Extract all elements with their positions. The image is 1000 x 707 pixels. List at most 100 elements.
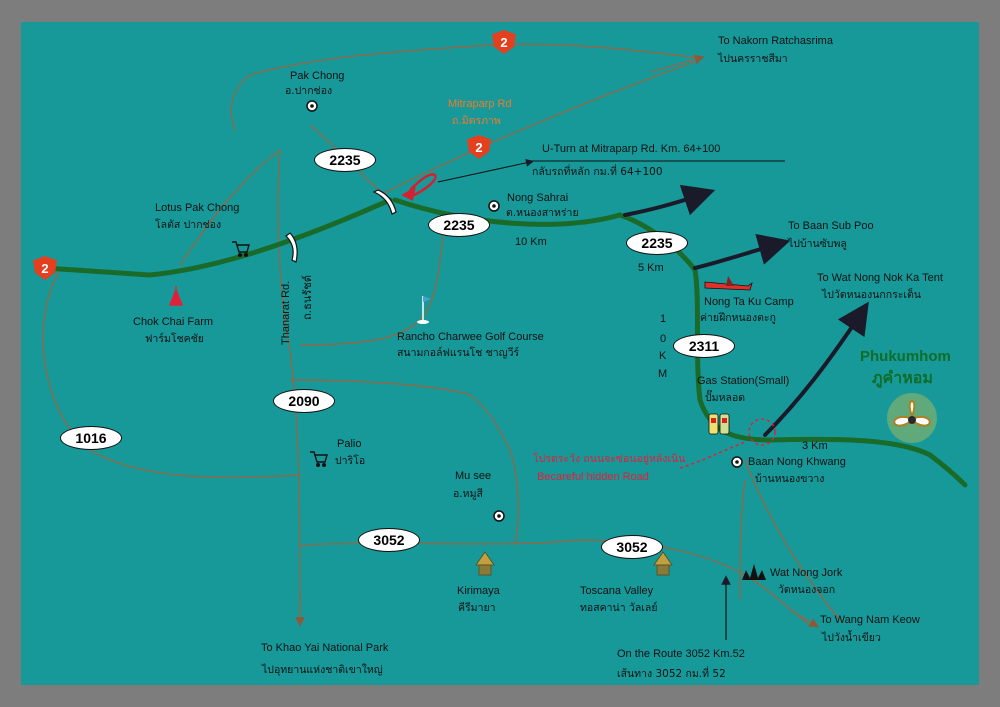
distance-5km: 5 Km [638, 262, 664, 274]
distance-10km: 10 Km [515, 236, 547, 248]
route-2-shield-icon: 2 [492, 30, 516, 54]
nakorn-label-en: To Nakorn Ratchasrima [718, 35, 833, 47]
nongnokka-label-th: ไปวัดหนองนกกระเต็น [822, 289, 921, 301]
road-nakorn-arrow [649, 54, 705, 73]
nongtaku-label-th: ค่ายฝึกหนองตะกู [700, 312, 776, 324]
road-underpass-icon [372, 189, 397, 215]
nongkhwang-label-en: Baan Nong Khwang [748, 456, 846, 468]
tent-icon [168, 286, 184, 306]
nongjork-label-th: วัดหนองจอก [778, 584, 836, 596]
shopping-cart-icon [232, 241, 250, 257]
road-pakchong-north [249, 43, 701, 76]
route-2-shield-icon: 2 [467, 135, 491, 159]
road-thanarat-branch [179, 149, 281, 266]
brand-name-en: Phukumhom [860, 348, 951, 365]
chokchai-label-en: Chok Chai Farm [133, 316, 214, 328]
musee-label-th: อ.หมูสี [453, 488, 483, 500]
road-nongkhwang-south [739, 479, 746, 601]
route-2311-label: 2311 [673, 334, 735, 358]
thanarat-label-th: ถ.ธนรัชต์ [301, 275, 314, 320]
road-underpass-icons [285, 189, 397, 263]
road-underpass-icon [285, 232, 298, 263]
route-2090-label: 2090 [273, 389, 335, 413]
airplane-icon [704, 276, 753, 291]
rancho-label-en: Rancho Charwee Golf Course [397, 331, 544, 343]
map-panel [21, 22, 979, 685]
thanarat-label-en: Thanarat Rd. [280, 280, 292, 345]
arrow-to-subpoo-2 [693, 233, 791, 270]
direction-arrows [623, 184, 869, 437]
gas-label-en: Gas Station(Small) [697, 375, 790, 387]
warning-label-th: โปรดระวัง ถนนจะซ่อนอยู่หลังเนิน [533, 453, 686, 465]
highway-2 [42, 197, 393, 278]
route-3052-label: 3052 [601, 535, 663, 559]
kirimaya-label-en: Kirimaya [457, 585, 500, 597]
wangnamkeow-label-th: ไปวังน้ำเขียว [822, 632, 881, 644]
rancho-label-th: สนามกอล์ฟแรนโช ชาญวีร์ [397, 347, 520, 359]
shopping-cart-icon [310, 451, 328, 468]
warning-label-en: Becareful hidden Road [537, 471, 649, 483]
distance-10km-v2: 0 [660, 333, 667, 345]
route-3052-label: 3052 [358, 528, 420, 552]
musee-label-en: Mu see [455, 470, 492, 482]
toscana-label-th: ทอสคาน่า วัลเลย์ [580, 602, 658, 614]
pakchong-label-th: อ.ปากช่อง [285, 85, 333, 97]
route-2-shield-icon: 2 [33, 256, 57, 280]
nakorn-label-th: ไปนครราชสีมา [718, 53, 788, 65]
lotus-label-en: Lotus Pak Chong [155, 202, 240, 214]
subpoo-label-en: To Baan Sub Poo [788, 220, 874, 232]
mitraparp-label-en: Mitraparp Rd [448, 98, 512, 110]
route-2235-label: 2235 [428, 213, 490, 237]
uturn-label-th: กลับรถที่หลัก กม.ที่ 64+100 [532, 166, 663, 178]
route-1016-label: 1016 [60, 426, 122, 450]
golf-flag-icon [417, 296, 431, 324]
palio-label-th: ปาริโอ [335, 455, 366, 467]
kirimaya-label-th: คีรีมายา [458, 602, 496, 614]
palio-label-en: Palio [337, 438, 362, 450]
nongnokka-label-en: To Wat Nong Nok Ka Tent [817, 272, 943, 284]
hut-icon [475, 551, 495, 576]
gas-pump-icon [708, 413, 730, 435]
route3052-label-th: เส้นทาง 3052 กม.ที่ 52 [617, 668, 726, 680]
distance-10km-v1: 1 [660, 313, 667, 325]
road-to-rancho [299, 219, 446, 346]
u-turn-arrow-icon [401, 173, 437, 201]
chokchai-label-th: ฟาร์มโชคชัย [145, 333, 204, 345]
subpoo-label-th: ไปบ้านซับพลู [788, 238, 847, 250]
distance-10km-v3: K [659, 350, 667, 362]
mitraparp-label-th: ถ.มิตรภาพ [452, 115, 501, 127]
lotus-label-th: โลตัส ปากช่อง [155, 219, 222, 231]
hidden-road-circle [748, 418, 776, 446]
nongsahrai-label-th: ต.หนองสาหร่าย [506, 207, 579, 219]
road-to-nakorn [379, 59, 701, 196]
temple-icon [742, 564, 766, 580]
nongjork-label-en: Wat Nong Jork [770, 567, 843, 579]
arrow-to-nongnokka [763, 301, 869, 437]
hut-icon [653, 551, 673, 576]
road-thanarat [277, 149, 301, 621]
uturn-leader-line [437, 158, 534, 183]
route-2235-label: 2235 [626, 231, 688, 255]
distance-10km-v4: M [658, 368, 668, 380]
wangnamkeow-label-en: To Wang Nam Keow [820, 614, 920, 626]
gas-label-th: ปั๊มหลอด [705, 392, 746, 404]
road-to-wangnamkeow [744, 459, 841, 621]
highway-2235 [392, 197, 968, 488]
minor-roads [42, 43, 841, 628]
nongkhwang-label-th: บ้านหนองขวาง [755, 473, 825, 485]
khaoyai-label-th: ไปอุทยานแห่งชาติเขาใหญ่ [262, 664, 383, 676]
khaoyai-label-en: To Khao Yai National Park [261, 642, 389, 654]
distance-3km: 3 Km [802, 440, 828, 452]
road-pakchong-loop [230, 74, 251, 131]
resort-logo-icon [887, 393, 937, 443]
nongtaku-label-en: Nong Ta Ku Camp [704, 296, 794, 308]
hidden-road-line [679, 441, 746, 469]
uturn-label-en: U-Turn at Mitraparp Rd. Km. 64+100 [542, 143, 721, 155]
road-2090 [289, 379, 519, 546]
road-1016 [42, 269, 301, 479]
toscana-label-en: Toscana Valley [580, 585, 654, 597]
nongsahrai-label-en: Nong Sahrai [507, 192, 569, 204]
route-2235-label: 2235 [314, 148, 376, 172]
pakchong-label-en: Pak Chong [290, 70, 345, 82]
